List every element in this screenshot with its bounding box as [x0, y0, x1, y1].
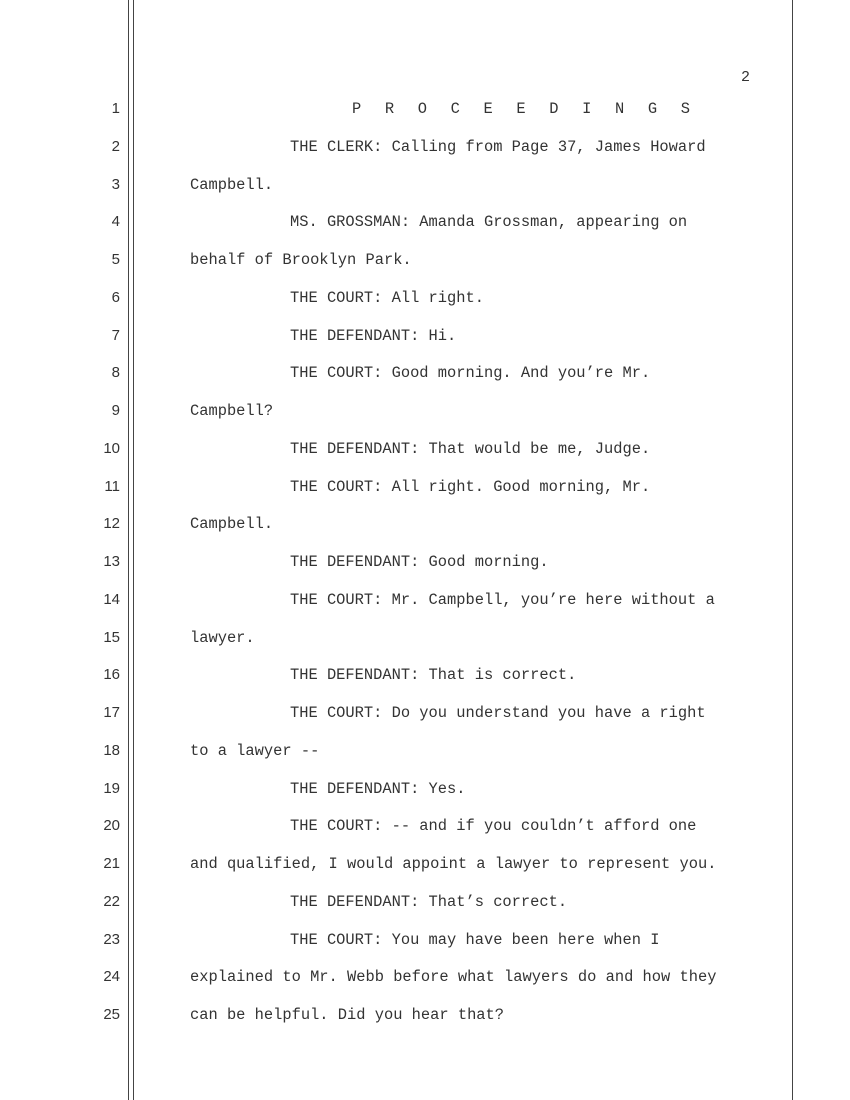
proceedings-heading: P R O C E E D I N G S: [352, 100, 698, 118]
line-number: 20: [103, 817, 120, 835]
transcript-line: behalf of Brooklyn Park.: [190, 251, 412, 269]
transcript-line: Campbell.: [190, 515, 274, 534]
line-number-column: 1 2 3 4 5 6 7 8 9 10 11 12 13 14 15 16 1…: [0, 99, 120, 1043]
line-number: 11: [104, 477, 120, 495]
line-number: 19: [103, 779, 120, 797]
transcript-line: THE COURT: You may have been here when I: [290, 930, 660, 949]
transcript-line: can be helpful. Did you hear that?: [190, 1006, 505, 1024]
transcript-line: THE DEFENDANT: That would be me, Judge.: [290, 439, 651, 458]
transcript-line: THE DEFENDANT: Yes.: [290, 779, 466, 798]
line-number: 10: [103, 439, 120, 457]
line-number: 14: [103, 590, 120, 608]
transcript-line: THE DEFENDANT: That is correct.: [290, 666, 577, 685]
line-number: 17: [103, 704, 120, 721]
transcript-line: Campbell.: [190, 175, 274, 194]
transcript-line: THE COURT: All right.: [290, 288, 484, 307]
transcript-line: lawyer.: [190, 628, 255, 647]
line-number: 2: [111, 137, 120, 155]
transcript-line: THE COURT: -- and if you couldn’t afford…: [290, 817, 697, 836]
line-number: 7: [111, 326, 120, 344]
transcript-line: explained to Mr. Webb before what lawyer…: [190, 968, 717, 987]
line-number: 6: [111, 288, 120, 306]
line-number: 22: [103, 892, 120, 910]
transcript-line: Campbell?: [190, 402, 274, 420]
line-number: 16: [103, 666, 120, 684]
line-number: 15: [103, 628, 120, 646]
line-number: 5: [111, 251, 120, 268]
transcript-line: to a lawyer --: [190, 741, 320, 760]
line-number: 8: [111, 364, 120, 382]
transcript-line: THE COURT: Do you understand you have a …: [290, 704, 706, 722]
page-number: 2: [740, 69, 750, 86]
line-number: 9: [111, 402, 120, 419]
line-number: 3: [111, 175, 120, 193]
transcript-line: THE COURT: All right. Good morning, Mr.: [290, 477, 651, 496]
transcript-body: P R O C E E D I N G S THE CLERK: Calling…: [190, 99, 785, 1043]
line-number: 12: [103, 515, 120, 533]
transcript-line: THE DEFENDANT: That’s correct.: [290, 892, 568, 911]
line-number: 1: [111, 100, 120, 117]
transcript-line: THE DEFENDANT: Good morning.: [290, 553, 549, 571]
transcript-line: THE CLERK: Calling from Page 37, James H…: [290, 137, 706, 156]
line-number: 24: [103, 968, 120, 986]
right-margin-rule: [792, 0, 793, 1100]
left-margin-rule-outer: [128, 0, 129, 1100]
line-number: 21: [103, 855, 120, 872]
left-margin-rule-inner: [133, 0, 134, 1100]
line-number: 4: [111, 213, 120, 231]
transcript-line: THE COURT: Good morning. And you’re Mr.: [290, 364, 651, 383]
transcript-line: MS. GROSSMAN: Amanda Grossman, appearing…: [290, 213, 688, 232]
line-number: 23: [103, 930, 120, 948]
transcript-line: THE COURT: Mr. Campbell, you’re here wit…: [290, 590, 715, 609]
transcript-line: and qualified, I would appoint a lawyer …: [190, 855, 717, 873]
line-number: 25: [103, 1006, 120, 1023]
transcript-line: THE DEFENDANT: Hi.: [290, 326, 457, 345]
line-number: 13: [103, 553, 120, 570]
line-number: 18: [103, 741, 120, 759]
